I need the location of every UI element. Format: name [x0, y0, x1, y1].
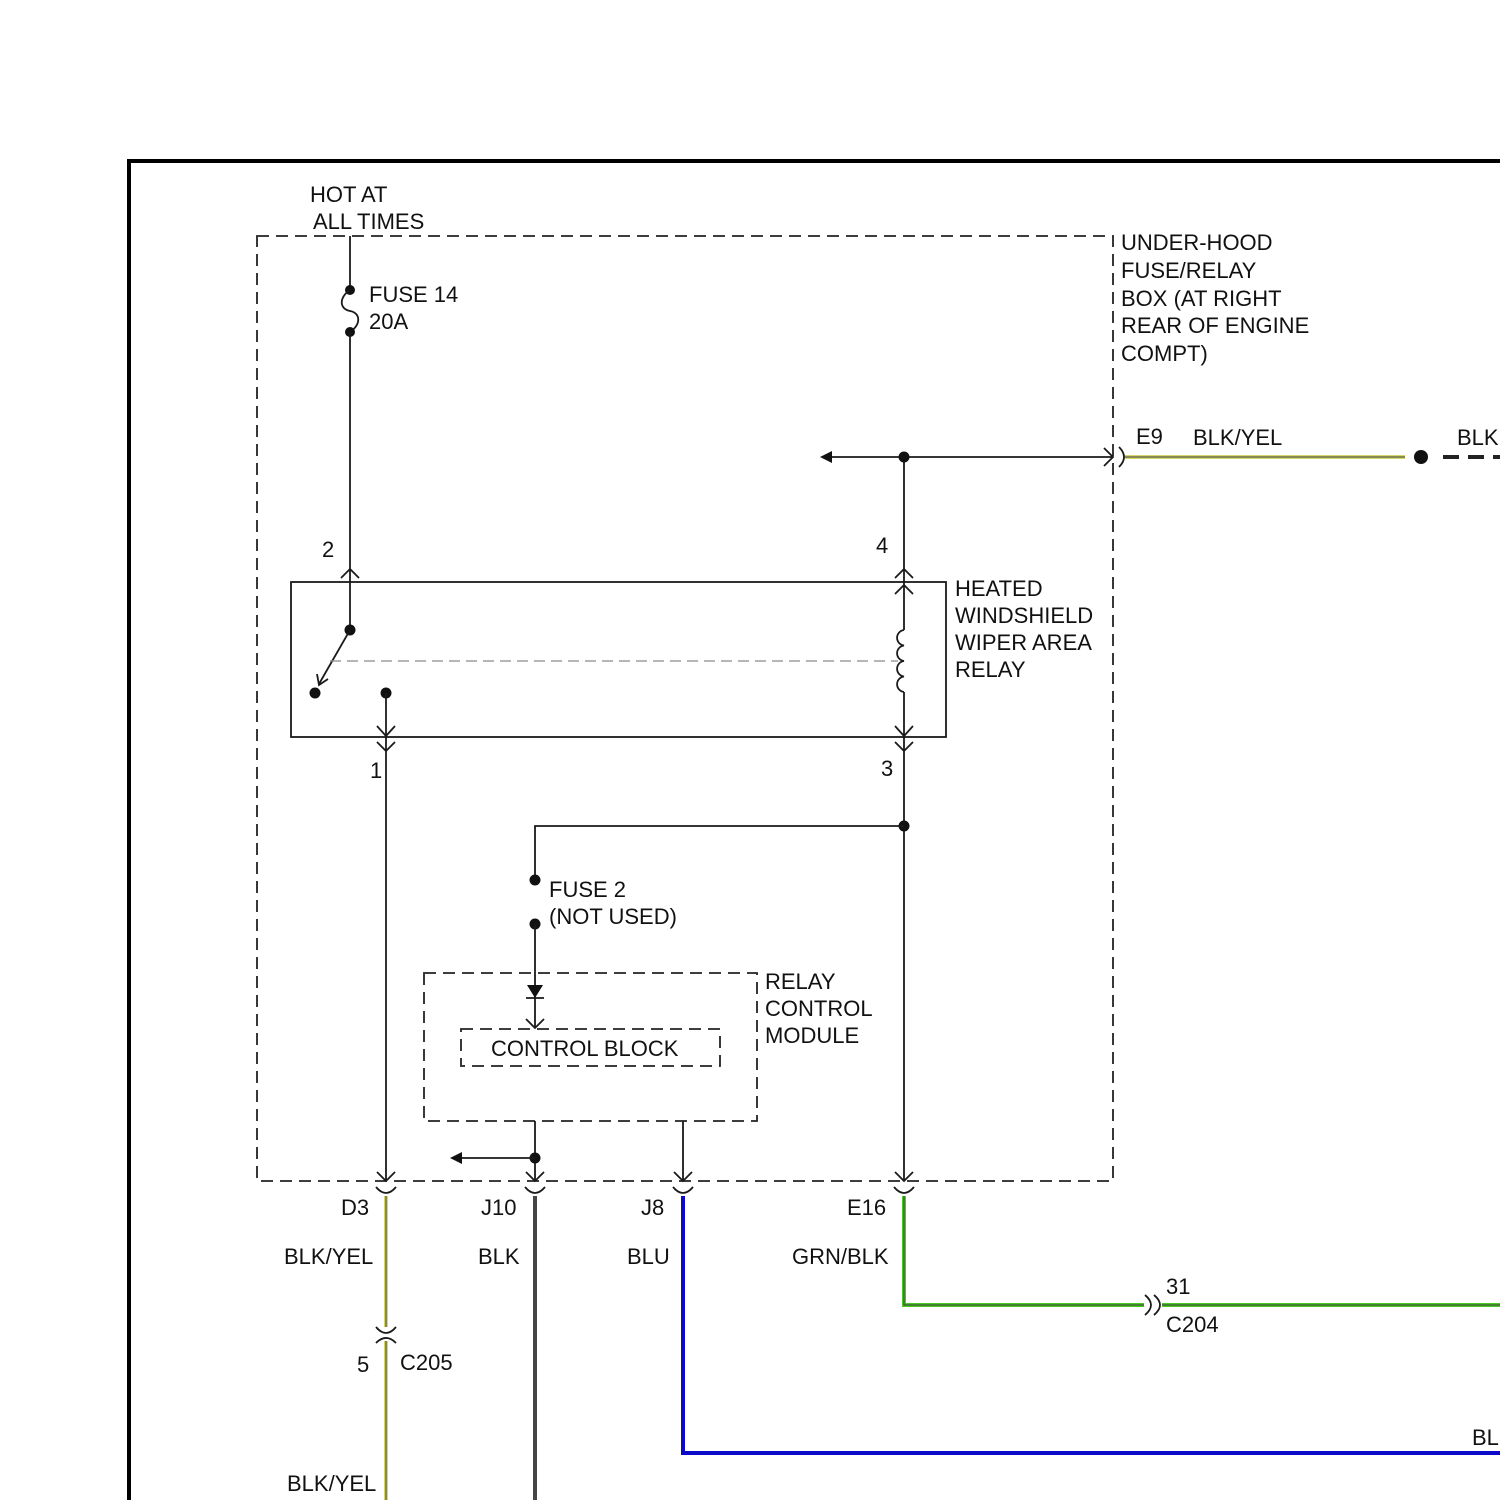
j10-terminal-label: J10: [481, 1195, 516, 1220]
module-label-line2: CONTROL: [765, 996, 873, 1021]
c204-label: C204: [1166, 1312, 1219, 1337]
d3-lower-wire-color-label: BLK/YEL: [287, 1471, 376, 1496]
d3-cup: [376, 1187, 396, 1193]
c204-connector-right: [1154, 1295, 1160, 1315]
relay-label-line4: RELAY: [955, 657, 1026, 682]
e9-wire-color-label: BLK/YEL: [1193, 425, 1282, 450]
fuse2-terminal-top: [530, 875, 541, 886]
relay-body: [291, 582, 946, 737]
d3-terminal-label: D3: [341, 1195, 369, 1220]
module-label-line1: RELAY: [765, 969, 836, 994]
relay-pin3-label: 3: [881, 756, 893, 781]
e16-terminal-label: E16: [847, 1195, 886, 1220]
fuse-box-label-line4: REAR OF ENGINE: [1121, 313, 1309, 338]
e9-terminal-label: E9: [1136, 424, 1163, 449]
j8-far-wire-label: BL: [1472, 1425, 1499, 1450]
e16-wire-color-label: GRN/BLK: [792, 1244, 889, 1269]
c205-label: C205: [400, 1350, 453, 1375]
j10-wire-color-label: BLK: [478, 1244, 520, 1269]
pin4-junction: [899, 452, 910, 463]
j8-terminal-label: J8: [641, 1195, 664, 1220]
fuse14-name: FUSE 14: [369, 282, 458, 307]
relay-switch-contact-open: [310, 688, 321, 699]
relay-label-line2: WINDSHIELD: [955, 603, 1093, 628]
c204-connector-left: [1145, 1295, 1151, 1315]
fuse14-rating: 20A: [369, 309, 408, 334]
fuse-box-label-line5: COMPT): [1121, 341, 1208, 366]
pin4-branch-arrow-left: [820, 451, 832, 463]
supply-label-line2: ALL TIMES: [313, 209, 424, 234]
j8-cup: [673, 1187, 693, 1193]
fuse-box-label-line3: BOX (AT RIGHT: [1121, 286, 1282, 311]
relay-label-line1: HEATED: [955, 576, 1043, 601]
c205-pin-label: 5: [357, 1352, 369, 1377]
d3-wire-color-label: BLK/YEL: [284, 1244, 373, 1269]
c204-pin-label: 31: [1166, 1274, 1190, 1299]
j8-wire: [683, 1196, 1500, 1453]
relay-pin1-label: 1: [370, 758, 382, 783]
e9-splice-dot: [1414, 450, 1428, 464]
e16-wire: [904, 1196, 1144, 1305]
fuse14-symbol: [342, 290, 359, 332]
relay-label-line3: WIPER AREA: [955, 630, 1092, 655]
fuse-box-label-line1: UNDER-HOOD: [1121, 230, 1273, 255]
supply-label-line1: HOT AT: [310, 182, 387, 207]
fuse-box-label-line2: FUSE/RELAY: [1121, 258, 1257, 283]
e9-far-wire-label: BLK: [1457, 425, 1499, 450]
j10-branch-arrow-left: [450, 1152, 462, 1164]
relay-switch-arm: [319, 630, 350, 684]
fuse2-feed-wire: [535, 826, 904, 880]
c205-connector-top: [376, 1327, 396, 1333]
fuse2-note: (NOT USED): [549, 904, 677, 929]
diagram-frame: [129, 161, 1500, 1500]
fuse2-name: FUSE 2: [549, 877, 626, 902]
e9-connector: [1119, 447, 1124, 467]
module-label-line3: MODULE: [765, 1023, 859, 1048]
j10-cup: [525, 1187, 545, 1193]
e16-wire-core: [904, 1196, 1144, 1305]
relay-coil: [897, 630, 904, 692]
j8-wire-color-label: BLU: [627, 1244, 670, 1269]
control-block-label: CONTROL BLOCK: [491, 1036, 679, 1061]
relay-pin4-label: 4: [876, 533, 888, 558]
e16-cup: [894, 1187, 914, 1193]
relay-pin2-label: 2: [322, 537, 334, 562]
module-diode: [527, 985, 543, 998]
